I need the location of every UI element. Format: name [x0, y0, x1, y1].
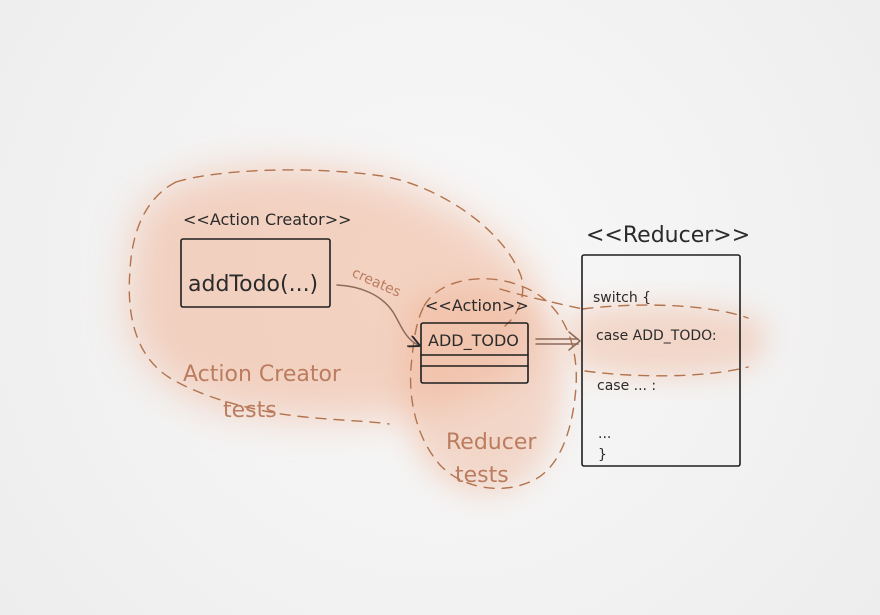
action-creator-tests-outline-bottom: [128, 181, 390, 425]
action-creator-tests-label-line1: Action Creator: [183, 362, 342, 387]
action-creator-stereotype: <<Action Creator>>: [183, 210, 352, 229]
test-boundary-outlines: [128, 169, 749, 490]
action-to-reducer-arrowhead: [568, 331, 581, 351]
action-stereotype: <<Action>>: [425, 296, 529, 315]
test-labels: Action Creator tests Reducer tests: [183, 362, 537, 488]
action-node: <<Action>> ADD_TODO: [420, 296, 529, 384]
action-creator-tests-label-line2: tests: [223, 398, 277, 423]
reducer-stereotype: <<Reducer>>: [586, 223, 750, 248]
action-name: ADD_TODO: [428, 331, 519, 351]
creates-arrow: [336, 284, 418, 345]
reducer-case-other-line: case ... :: [597, 378, 656, 394]
reducer-close-line: }: [598, 447, 607, 463]
reducer-tests-label-line2: tests: [455, 463, 509, 488]
reducer-ellipsis-line: ...: [598, 426, 611, 442]
reducer-tests-outline: [409, 278, 577, 490]
reducer-tests-highlight: [401, 286, 563, 494]
action-box: [420, 322, 529, 384]
action-creator-tests-outline: [175, 169, 524, 327]
action-to-reducer-link: [499, 288, 584, 310]
reducer-box: [581, 254, 741, 467]
reducer-case-highlight: [566, 304, 768, 379]
reducer-node: <<Reducer>> switch { case ADD_TODO: case…: [581, 223, 750, 467]
reducer-switch-line: switch {: [593, 290, 651, 306]
reducer-case-outline-bottom: [584, 366, 749, 377]
action-creator-method: addTodo(...): [188, 272, 318, 297]
reducer-case-outline-top: [582, 304, 749, 319]
action-creator-box: [180, 238, 331, 308]
highlight-layer: [127, 166, 768, 494]
reducer-case-add-line: case ADD_TODO:: [596, 328, 717, 344]
reducer-tests-label-line1: Reducer: [446, 430, 537, 455]
action-creator-node: <<Action Creator>> addTodo(...): [180, 210, 352, 308]
